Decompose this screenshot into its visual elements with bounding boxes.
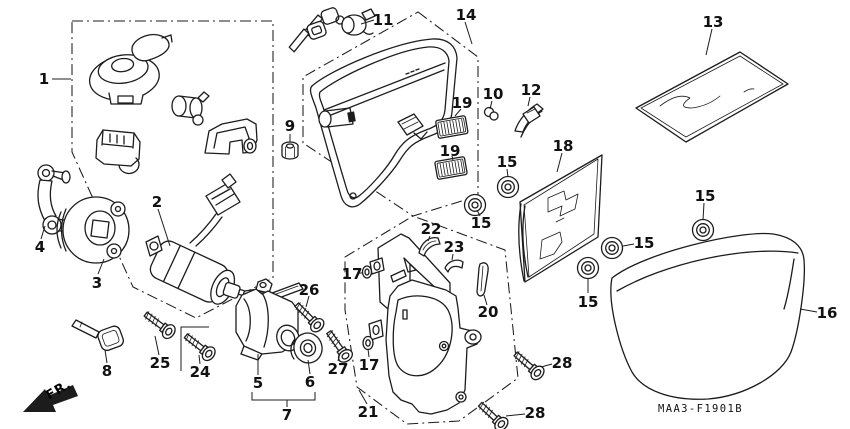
callout-15-b: 15	[471, 214, 492, 232]
seat-lock-cylinder	[171, 91, 210, 126]
callout-22: 22	[421, 220, 442, 238]
callout-2: 2	[152, 193, 162, 211]
callout-10: 10	[483, 85, 504, 103]
callout-6: 6	[305, 373, 315, 391]
callout-labels: 1 2 3 4 5 6 7 8 9 10 11 12 13 14 15 15 1…	[35, 6, 838, 424]
helmet-holder	[204, 118, 258, 155]
grommet-15-a	[496, 175, 520, 199]
bracket-bolt-24	[180, 326, 209, 371]
callout-24: 24	[190, 363, 211, 381]
bolt-27	[326, 330, 353, 363]
grommet-15-e	[691, 218, 715, 242]
callout-11: 11	[373, 11, 394, 29]
callout-20: 20	[478, 303, 499, 321]
callout-5: 5	[253, 374, 263, 392]
callout-1: 1	[39, 70, 49, 88]
boundary-lock-set-kit	[71, 20, 274, 319]
bolt-25	[143, 311, 176, 340]
bolt-28-b	[477, 401, 509, 429]
fuel-filler-cap	[88, 33, 173, 105]
callout-17-a: 17	[342, 265, 363, 283]
callout-19-a: 19	[452, 94, 473, 112]
callout-17-b: 17	[359, 356, 380, 374]
callout-26: 26	[299, 281, 320, 299]
callout-4: 4	[35, 238, 45, 256]
grommet-17-a	[361, 265, 373, 279]
callout-27: 27	[328, 360, 349, 378]
callout-7: 7	[282, 406, 292, 424]
switch-ring	[290, 332, 323, 364]
key-blank	[71, 319, 124, 352]
clip-12	[514, 103, 544, 138]
gasket-sheet	[518, 154, 603, 283]
callout-18: 18	[553, 137, 574, 155]
grommet-9	[281, 141, 299, 160]
leader-lines	[40, 19, 818, 417]
callout-25: 25	[150, 354, 171, 372]
callout-12: 12	[521, 81, 542, 99]
battery-bracket	[368, 233, 482, 415]
strip-20	[476, 262, 489, 297]
clip-10	[483, 106, 499, 121]
side-cover-left	[309, 38, 458, 208]
callout-9: 9	[285, 117, 295, 135]
side-cover-right	[610, 232, 805, 400]
callout-15-e: 15	[695, 187, 716, 205]
emblem-plate-lower	[434, 156, 468, 180]
callout-16: 16	[817, 304, 838, 322]
callout-13: 13	[703, 13, 724, 31]
grommet-17-b	[362, 335, 374, 351]
emblem-plate-upper	[435, 115, 469, 139]
switch-mount-rubber	[56, 196, 130, 264]
clip-22	[418, 237, 441, 257]
grommet-15-d	[576, 256, 600, 280]
callout-21: 21	[358, 403, 379, 421]
key-set	[288, 7, 376, 53]
bolt-28-a	[513, 351, 545, 381]
grommet-15-b	[463, 193, 487, 217]
ignition-switch-assembly	[145, 173, 304, 305]
wire-clamp	[95, 129, 141, 175]
callout-14: 14	[456, 6, 477, 24]
callout-15-c: 15	[634, 234, 655, 252]
bolt-24	[183, 332, 216, 362]
callout-3: 3	[92, 274, 102, 292]
callout-28-a: 28	[552, 354, 573, 372]
diagram-code: MAA3-F1901B	[658, 403, 743, 415]
bolt-26	[294, 302, 325, 333]
callout-15-d: 15	[578, 293, 599, 311]
callout-19-b: 19	[440, 142, 461, 160]
callout-28-b: 28	[525, 404, 546, 422]
front-direction-arrow: FR.	[23, 377, 78, 412]
callout-15-a: 15	[497, 153, 518, 171]
document-bag	[635, 51, 789, 143]
callout-8: 8	[102, 362, 112, 380]
grommet-15-c	[600, 236, 624, 260]
clip-23	[444, 259, 464, 273]
boundary-battery-bracket	[344, 215, 519, 425]
callout-23: 23	[444, 238, 465, 256]
bracket-5-6	[251, 392, 316, 407]
